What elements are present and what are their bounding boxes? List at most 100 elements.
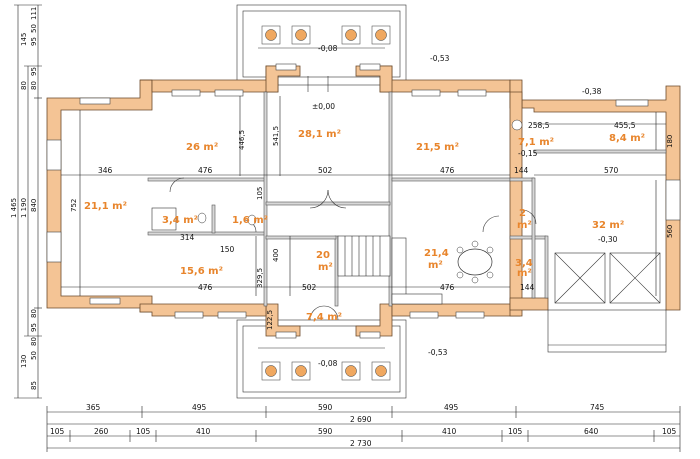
room-label: m² xyxy=(517,220,532,231)
dim-label: 365 xyxy=(86,403,101,412)
dim-label: 495 xyxy=(444,403,459,412)
dim-label: 502 xyxy=(302,283,317,292)
dim-label: 410 xyxy=(442,427,457,436)
room-label: 21,4 xyxy=(424,248,449,259)
room-label: 21,1 m² xyxy=(84,201,127,212)
dim-label: 314 xyxy=(180,233,195,242)
level-marker: -0,30 xyxy=(598,235,618,244)
dim-label: 502 xyxy=(318,166,333,175)
dim-label: 144 xyxy=(514,166,529,175)
room-label: 7,1 m² xyxy=(518,137,554,148)
top-terrace xyxy=(236,4,407,86)
dim-label: 476 xyxy=(198,283,213,292)
dim-label: 2 690 xyxy=(350,415,372,424)
exterior-walls xyxy=(46,65,681,337)
dim-label: 105 xyxy=(50,427,65,436)
room-label: 32 m² xyxy=(592,220,624,231)
interior-dimension-lines xyxy=(61,96,666,296)
room-label: 20 xyxy=(316,250,330,261)
dim-label: 640 xyxy=(584,427,599,436)
dim-label: 329,5 xyxy=(256,268,264,288)
dim-label: 2 730 xyxy=(350,439,372,448)
dim-label: 105 xyxy=(662,427,677,436)
dim-label: 105 xyxy=(508,427,523,436)
dim-label: 400 xyxy=(272,249,280,262)
dim-label: 476 xyxy=(198,166,213,175)
bottom-terrace xyxy=(236,319,407,399)
dim-label: 105 xyxy=(136,427,151,436)
level-marker: ±0,00 xyxy=(312,102,335,111)
room-label: m² xyxy=(318,262,333,273)
level-marker: -0,38 xyxy=(582,87,602,96)
dim-label: 260 xyxy=(94,427,109,436)
room-label: 1,6 m² xyxy=(232,215,268,226)
staircase xyxy=(337,235,391,277)
room-label: 2 xyxy=(519,208,526,219)
room-label: m² xyxy=(428,260,443,271)
room-label: 7,4 m² xyxy=(306,312,342,323)
room-label: m² xyxy=(517,268,532,279)
dim-label: 150 xyxy=(220,245,235,254)
level-marker: -0,15 xyxy=(518,149,538,158)
bottom-pots xyxy=(261,361,391,381)
dim-label: 80 xyxy=(30,81,38,90)
dim-label: 541,5 xyxy=(272,126,280,146)
windows xyxy=(46,63,681,339)
level-marker: -0,53 xyxy=(430,54,450,63)
room-labels: 21,1 m² 26 m² 28,1 m² 21,5 m² 7,1 m² 8,4… xyxy=(84,129,645,323)
dim-label: 105 xyxy=(256,187,264,200)
dim-label: 495 xyxy=(192,403,207,412)
dim-label: 122,5 xyxy=(266,310,274,330)
dim-label: 95 xyxy=(30,37,38,46)
room-label: 28,1 m² xyxy=(298,129,341,140)
inner-dimension-labels: 346 476 502 476 144 570 258,5 455,5 180 … xyxy=(70,121,674,330)
room-label: 8,4 m² xyxy=(609,133,645,144)
room-label: 3,4 xyxy=(515,258,533,269)
dim-label: 130 xyxy=(20,355,28,368)
dim-label: 455,5 xyxy=(614,121,636,130)
dim-label: 85 xyxy=(30,381,38,390)
room-label: 26 m² xyxy=(186,142,218,153)
dim-label: 346 xyxy=(98,166,113,175)
dim-label: 590 xyxy=(318,427,333,436)
dim-label: 745 xyxy=(590,403,605,412)
dim-label: 95 xyxy=(30,323,38,332)
level-marker: -0,08 xyxy=(318,44,338,53)
dining-table xyxy=(456,240,494,284)
left-dimension-chain xyxy=(14,4,42,399)
dim-label: 570 xyxy=(604,166,619,175)
interior-walls xyxy=(147,91,667,307)
bathroom-fixtures xyxy=(151,119,523,231)
kitchen-counter xyxy=(391,237,443,305)
dim-label: 145 xyxy=(20,33,28,46)
dim-label: 111 xyxy=(30,7,38,20)
dim-label: 258,5 xyxy=(528,121,550,130)
doors xyxy=(169,76,537,321)
dim-label: 50 xyxy=(30,351,38,360)
level-markers: -0,08 -0,53 ±0,00 -0,38 -0,15 -0,30 -0,0… xyxy=(312,44,618,368)
level-marker: -0,08 xyxy=(318,359,338,368)
dim-label: 1 190 xyxy=(20,198,28,218)
room-label: 21,5 m² xyxy=(416,142,459,153)
dim-label: 80 xyxy=(20,81,28,90)
room-label: 15,6 m² xyxy=(180,266,223,277)
dim-label: 752 xyxy=(70,199,78,212)
dim-label: 590 xyxy=(318,403,333,412)
dim-label: 50 xyxy=(30,24,38,33)
dim-label: 840 xyxy=(30,199,38,212)
room-label: 3,4 m² xyxy=(162,215,198,226)
top-pots xyxy=(261,25,391,45)
level-marker: -0,53 xyxy=(428,348,448,357)
dim-label: 180 xyxy=(666,135,674,148)
dim-label: 560 xyxy=(666,225,674,238)
dim-label: 476 xyxy=(440,166,455,175)
dim-label: 80 xyxy=(30,309,38,318)
left-dimension-labels: 111 50 95 145 95 80 80 1 465 1 190 840 8… xyxy=(10,7,38,390)
dim-label: 476 xyxy=(440,283,455,292)
dim-label: 144 xyxy=(520,283,535,292)
dim-label: 95 xyxy=(30,67,38,76)
dim-label: 1 465 xyxy=(10,198,18,218)
dim-label: 80 xyxy=(30,337,38,346)
dim-label: 410 xyxy=(196,427,211,436)
